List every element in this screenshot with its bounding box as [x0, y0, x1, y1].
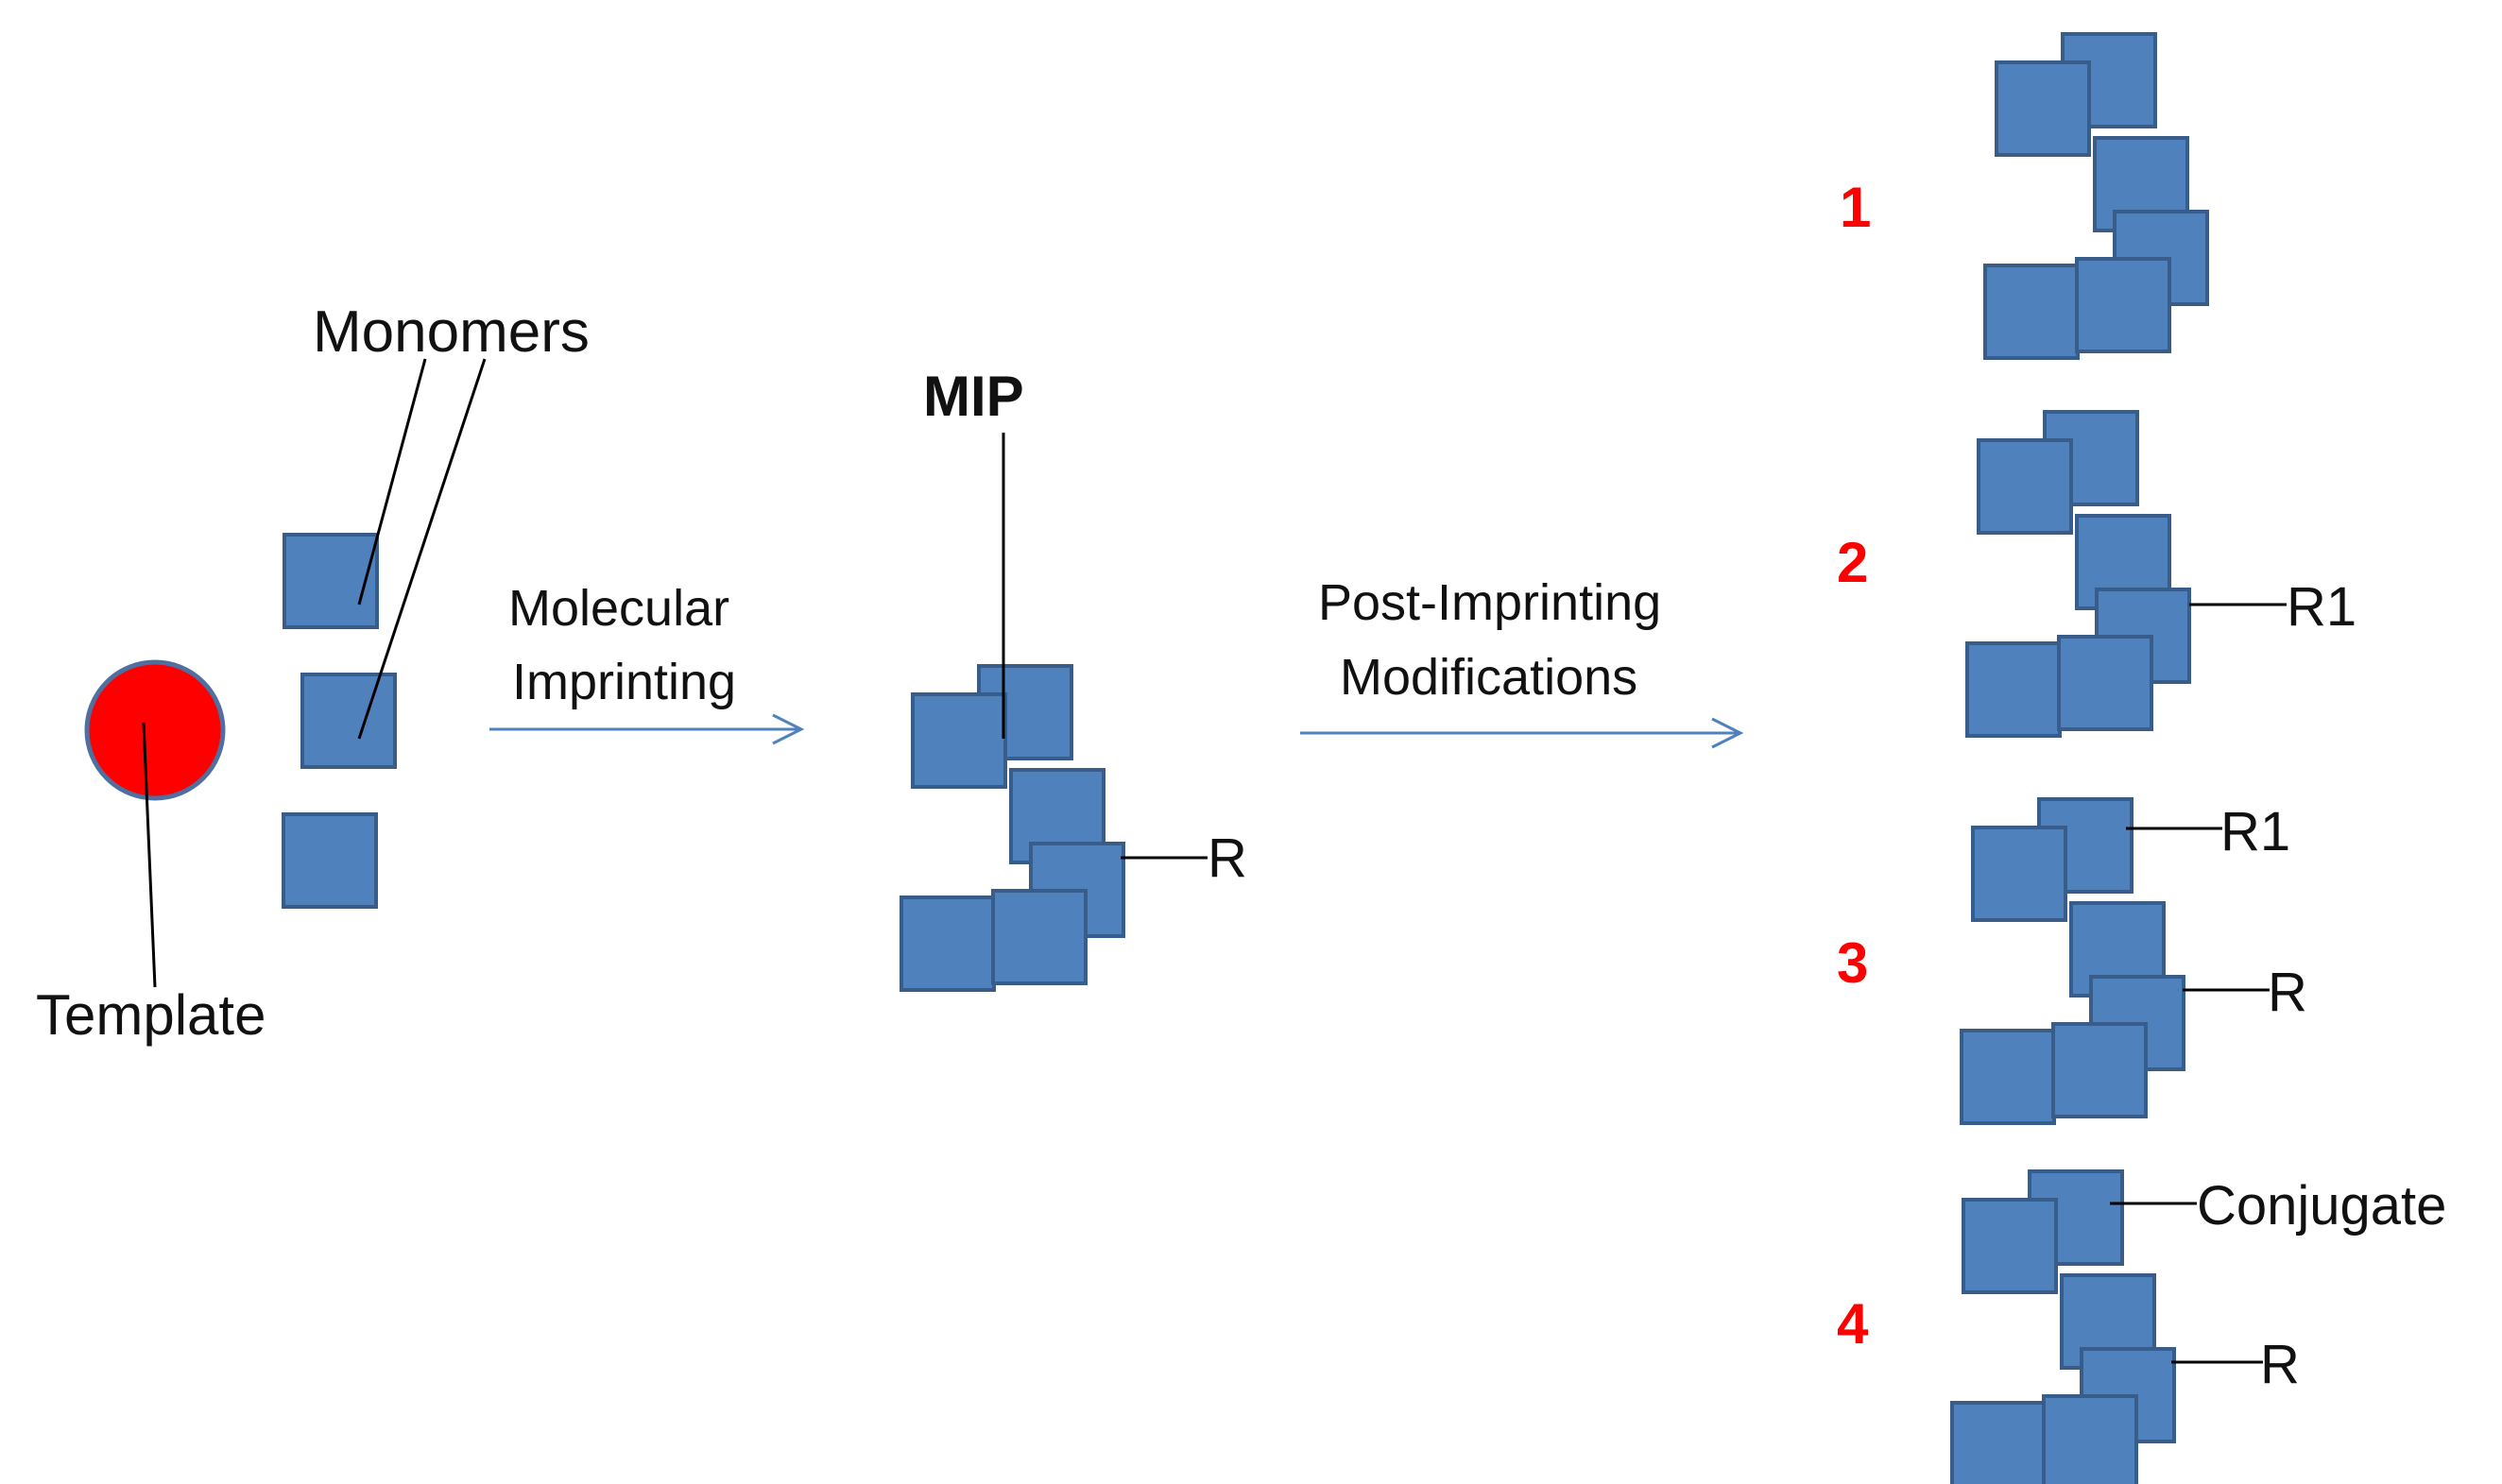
mip-polymer	[900, 664, 1125, 992]
molecular-imprinting-label: Imprinting	[512, 654, 736, 710]
variant-2-number: 2	[1837, 531, 1868, 594]
variant-4-r-label: R	[2260, 1334, 2300, 1395]
variant-2-polymer	[1965, 410, 2191, 738]
template-label: Template	[36, 983, 266, 1047]
monomer-block	[300, 673, 397, 769]
mip-r-label: R	[1208, 827, 1247, 889]
variant-3-r-label: R	[2268, 962, 2307, 1023]
monomers-label: Monomers	[313, 299, 590, 365]
mip-label: MIP	[923, 365, 1024, 428]
variant-2-r1-label: R1	[2287, 576, 2356, 638]
monomers-leader-line	[357, 358, 427, 606]
variant-4-conjugate-label: Conjugate	[2197, 1175, 2446, 1237]
variant-3-polymer	[1960, 797, 2185, 1125]
variant-4-number: 4	[1837, 1292, 1869, 1356]
post-imprinting-label: Post-Imprinting	[1318, 574, 1661, 631]
variant-1-number: 1	[1840, 176, 1871, 239]
molecular-imprinting-label: Molecular	[508, 580, 729, 637]
template-circle	[84, 659, 226, 801]
post-imprinting-label: Modifications	[1340, 649, 1637, 706]
variant-4-polymer	[1950, 1169, 2176, 1484]
variant-1-polymer	[1983, 32, 2209, 360]
template-leader-line	[142, 722, 157, 988]
variant-3-r1-label: R1	[2220, 801, 2290, 862]
molecular-imprinting-arrow	[489, 713, 805, 745]
monomer-block	[282, 812, 378, 909]
monomers-leader-line	[357, 358, 487, 740]
monomer-block	[283, 533, 379, 629]
variant-3-number: 3	[1837, 931, 1868, 995]
post-imprinting-arrow	[1300, 717, 1744, 749]
